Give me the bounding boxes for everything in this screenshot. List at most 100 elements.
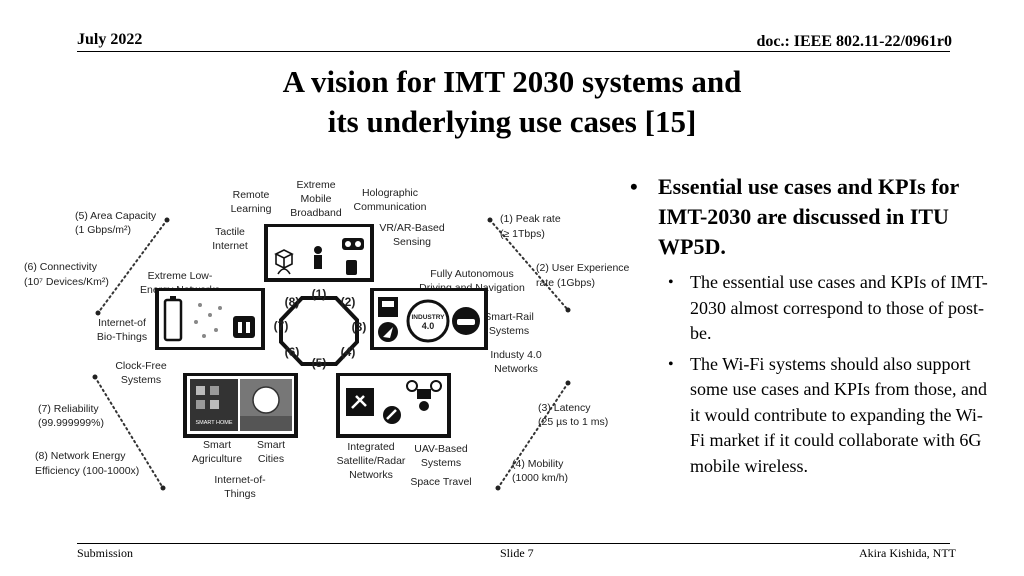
kpi-4-value: (1000 km/h) [512, 472, 568, 484]
kpi-4-label: (4) Mobility [512, 458, 564, 470]
arc-end-dot [565, 307, 571, 313]
arc-top-right [489, 219, 569, 311]
uc-agri-l2: Agriculture [192, 453, 242, 465]
drone-icon [406, 380, 442, 411]
kpi-6-label: (6) Connectivity [24, 261, 98, 273]
octagon-label-1: (1) [312, 287, 327, 301]
uc-uav-l1: UAV-Based [414, 443, 468, 455]
satellite-icon [346, 388, 374, 416]
arc-bottom-right [497, 382, 569, 489]
bullet-dot: • [668, 355, 674, 373]
uc-smartrail-l1: Smart-Rail [484, 311, 534, 323]
uc-embb-l1: Extreme [296, 179, 335, 191]
bullet-dot: • [630, 174, 638, 199]
uc-industry-l2: Networks [494, 363, 538, 375]
octagon-label-5: (5) [312, 356, 327, 370]
arc-bottom-left [94, 376, 164, 489]
uc-iobt-l2: Bio-Things [97, 331, 147, 343]
octagon-label-2: (2) [341, 295, 356, 309]
image-frame-right: INDUSTRY 4.0 [370, 288, 488, 350]
uc-sat-l3: Networks [349, 469, 393, 481]
footer-rule [77, 543, 950, 544]
kpi-2-value: rate (1Gbps) [536, 277, 595, 289]
footer-slide-number: Slide 7 [500, 546, 534, 560]
arc-end-dot [160, 485, 166, 491]
sub-bullet: • The essential use cases and KPIs of IM… [626, 270, 996, 347]
uc-cities-l1: Smart [257, 439, 285, 451]
uc-sat-l2: Satellite/Radar [337, 455, 406, 467]
bio-network-icon [194, 303, 222, 338]
uc-embb-l2: Mobile [301, 193, 332, 205]
train-icon [378, 297, 398, 317]
uc-sat-l1: Integrated [347, 441, 394, 453]
uc-tactile-l2: Internet [212, 240, 248, 252]
uc-iobt-l1: Internet-of [98, 317, 146, 329]
svg-text:4.0: 4.0 [422, 321, 435, 331]
header-date: July 2022 [77, 31, 143, 48]
svg-text:INDUSTRY: INDUSTRY [412, 314, 446, 321]
image-frame-bottom-right [336, 373, 451, 438]
header-rule [77, 51, 950, 52]
uc-iot-l2: Things [224, 488, 256, 500]
uc-smartrail-l2: Systems [489, 325, 529, 337]
svg-text:SMART HOME: SMART HOME [195, 420, 232, 426]
kpi-1-value: (≥ 1Tbps) [500, 228, 545, 240]
bullet-list: • Essential use cases and KPIs for IMT-2… [626, 172, 996, 484]
sub-bullet-text: The essential use cases and KPIs of IMT-… [690, 272, 988, 343]
kpi-3-label: (3) Latency [538, 402, 591, 414]
arc-end-dot [164, 217, 170, 223]
octagon-label-3: (3) [352, 320, 367, 334]
imt2030-usecase-figure: (5) Area Capacity (1 Gbps/m²) (6) Connec… [24, 179, 630, 500]
kpi-8-value: Efficiency (100-1000x) [35, 465, 139, 477]
uc-clockfree-l1: Clock-Free [115, 360, 167, 372]
bullet-main-text: Essential use cases and KPIs for IMT-203… [658, 174, 959, 259]
navigation-icon [378, 322, 398, 342]
uc-lowenergy-l1: Extreme Low- [148, 270, 213, 282]
uc-vrar-l1: VR/AR-Based [379, 222, 445, 234]
uc-remote-l2: Learning [231, 203, 272, 215]
rocket-icon [383, 406, 401, 424]
uc-holo-l2: Communication [354, 201, 427, 213]
title-line-2: its underlying use cases [15] [327, 104, 697, 139]
sub-bullet-list: • The essential use cases and KPIs of IM… [626, 270, 996, 479]
car-icon [452, 307, 480, 335]
kpi-1-label: (1) Peak rate [500, 213, 561, 225]
uc-vrar-l2: Sensing [393, 236, 431, 248]
octagon-label-6: (6) [285, 345, 300, 359]
battery-icon [163, 296, 183, 342]
uc-embb-l3: Broadband [290, 207, 342, 219]
bullet-main: • Essential use cases and KPIs for IMT-2… [626, 172, 996, 262]
uc-space: Space Travel [410, 476, 471, 488]
sub-bullet-text: The Wi-Fi systems should also support so… [690, 353, 987, 476]
arc-top-left [97, 219, 168, 314]
industry-badge-icon: INDUSTRY 4.0 [406, 299, 450, 343]
uc-clockfree-l2: Systems [121, 374, 161, 386]
arc-end-dot [95, 310, 101, 316]
header-doc-id: doc.: IEEE 802.11-22/0961r0 [756, 33, 952, 50]
arc-end-dot [565, 380, 571, 386]
smart-home-icon: SMART HOME [190, 379, 238, 431]
uc-holo-l1: Holographic [362, 187, 418, 199]
kpi-5-label: (5) Area Capacity [75, 210, 157, 222]
uc-cities-l2: Cities [258, 453, 284, 465]
octagon-label-7: (7) [274, 319, 289, 333]
kpi-7-value: (99.999999%) [38, 417, 104, 429]
kpi-dotted-arcs [94, 219, 569, 489]
sub-bullet: • The Wi-Fi systems should also support … [626, 352, 996, 480]
kpi-7-label: (7) Reliability [38, 403, 99, 415]
holographic-icon [274, 249, 294, 275]
arc-end-dot [92, 374, 98, 380]
uc-uav-l2: Systems [421, 457, 461, 469]
slide-title: A vision for IMT 2030 systems and its un… [160, 62, 864, 142]
octagon-label-8: (8) [285, 295, 300, 309]
kpi-3-value: (25 µs to 1 ms) [538, 416, 608, 428]
uc-industry-l1: Industy 4.0 [490, 349, 542, 361]
arc-end-dot [495, 485, 501, 491]
kpi-6-value: (10⁷ Devices/Km²) [24, 276, 109, 288]
kpi-8-label: (8) Network Energy [35, 450, 126, 462]
uc-iot-l1: Internet-of- [214, 474, 266, 486]
image-frame-left [155, 288, 265, 350]
uc-agri-l1: Smart [203, 439, 231, 451]
octagon-label-4: (4) [341, 345, 356, 359]
footer-author: Akira Kishida, NTT [859, 546, 956, 560]
